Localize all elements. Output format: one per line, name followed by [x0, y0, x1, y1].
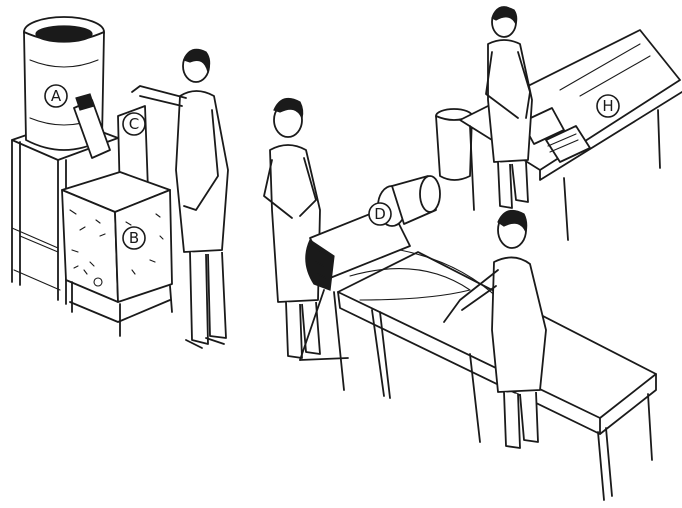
worker-4 [486, 7, 532, 208]
label-c-text: C [129, 115, 139, 133]
box-b [62, 172, 172, 336]
label-b: B [123, 227, 145, 249]
label-d: D [369, 203, 391, 225]
label-c: C [123, 113, 145, 135]
label-h-text: H [602, 97, 613, 115]
label-a: A [45, 85, 67, 107]
label-d-text: D [374, 205, 386, 223]
label-a-text: A [51, 87, 62, 105]
label-b-text: B [129, 229, 139, 247]
worker-2 [264, 98, 320, 358]
label-h: H [597, 95, 619, 117]
